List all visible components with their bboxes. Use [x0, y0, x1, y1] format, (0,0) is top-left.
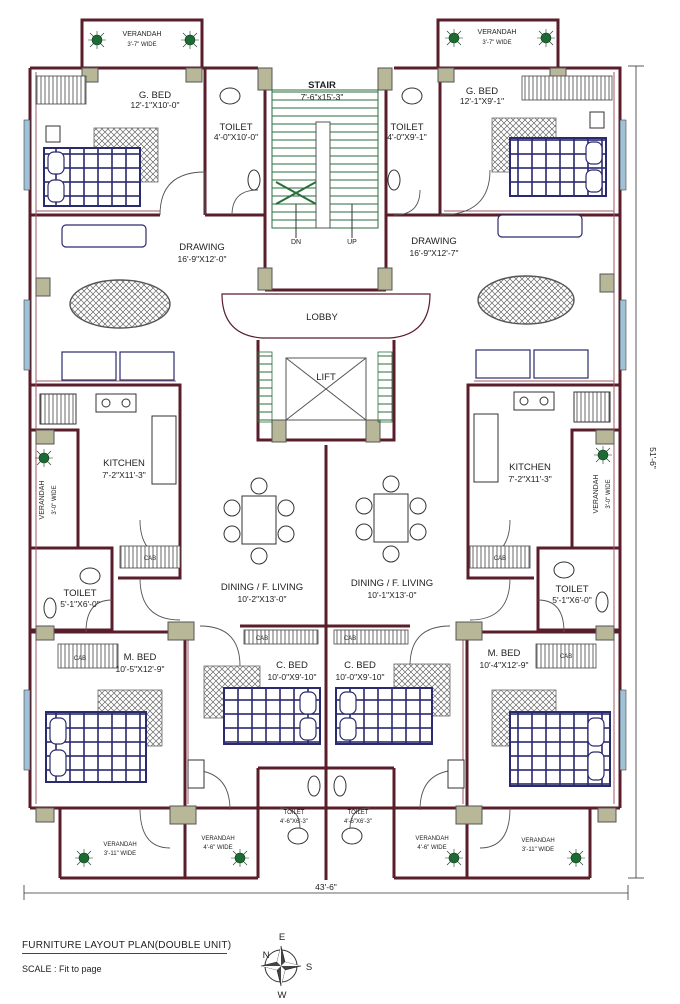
drawing-right-dim: 16'-9"X12'-7": [410, 248, 459, 258]
toilet-mid-right-dim: 5'-1"X6'-0": [552, 595, 592, 605]
kitchen-right-dim: 7'-2"X11'-3": [508, 474, 552, 484]
dining-set-right: [355, 475, 427, 563]
toilet-mid-left-dim: 5'-1"X6'-0": [60, 599, 100, 609]
bed-m-right: [491, 689, 611, 787]
verandah-bottom-inner-left-name: VERANDAH: [201, 836, 234, 842]
drawing-left-dim: 16'-9"X12'-0": [178, 254, 227, 264]
verandah-bottom-outer-right-name: VERANDAH: [521, 838, 554, 844]
lobby-outline: [221, 293, 431, 339]
toilet-top-left-dim: 4'-0"X10'-0": [214, 132, 258, 142]
plan-title: FURNITURE LAYOUT PLAN(DOUBLE UNIT): [22, 940, 231, 954]
lobby-side-grill-left: [257, 351, 273, 423]
compass-s: S: [306, 962, 312, 973]
cabinet-label-kitchen-left: CAB: [144, 556, 156, 562]
lift-shaft: [285, 357, 367, 421]
m-bed-right-dim: 10'-4"X12'-9": [480, 660, 529, 670]
bed-m-left: [45, 689, 163, 783]
overall-length-label: 51'-6": [648, 447, 658, 469]
g-bed-left-dim: 12'-1"X10'-0": [131, 100, 180, 110]
g-bed-right-dim: 12'-1"X9'-1": [460, 96, 504, 106]
stair-dim: 7'-6"x15'-3": [301, 92, 344, 102]
verandah-bottom-inner-right-name: VERANDAH: [415, 836, 448, 842]
toilet-bottom-right-name: TOILET: [348, 810, 369, 816]
toilet-top-right-dim: 4'-0"X9'-1": [387, 132, 427, 142]
m-bed-right-name: M. BED: [488, 648, 521, 659]
dining-right-dim: 10'-1"X13'-0": [368, 590, 417, 600]
verandah-bottom-outer-left-dim: 3'-11" WIDE: [104, 851, 136, 857]
drawing-left-name: DRAWING: [179, 242, 225, 253]
walls: [28, 18, 622, 880]
columns: [35, 67, 617, 825]
drawing-right-name: DRAWING: [411, 236, 457, 247]
dimension-lines: [23, 65, 644, 900]
compass-rose: [260, 945, 302, 987]
cabinet-label-cbed-left: CAB: [256, 636, 268, 642]
toilet-mid-left-name: TOILET: [63, 588, 96, 599]
compass-e: E: [279, 932, 285, 943]
verandah-top-left-dim: 3'-7" WIDE: [127, 42, 156, 48]
dining-left-name: DINING / F. LIVING: [221, 582, 303, 593]
verandah-side-right-name: VERANDAH: [593, 475, 600, 514]
cabinet-label-mbed-right: CAB: [560, 654, 572, 660]
bed-g-right: [491, 117, 607, 197]
kitchen-right-name: KITCHEN: [509, 462, 551, 473]
plan-scale: SCALE : Fit to page: [22, 964, 102, 974]
bed-c-right: [335, 663, 451, 745]
stair-name: STAIR: [308, 80, 336, 91]
overall-width-label: 43'-6": [315, 882, 337, 892]
toilet-bottom-right-dim: 4'-6"X6'-3": [344, 819, 372, 825]
bed-g-left: [43, 127, 159, 207]
verandah-side-right-dim: 3'-0" WIDE: [606, 479, 612, 508]
dining-set-left: [223, 477, 295, 565]
cabinet-label-kitchen-right: CAB: [494, 556, 506, 562]
verandah-bottom-outer-right-dim: 3'-11" WIDE: [522, 847, 554, 853]
plant-icons: [35, 29, 612, 867]
plan-footer: FURNITURE LAYOUT PLAN(DOUBLE UNIT) SCALE…: [22, 940, 262, 974]
compass-w: W: [278, 990, 287, 1001]
stair-up-label: UP: [347, 239, 357, 246]
c-bed-left-dim: 10'-0"X9'-10": [268, 672, 317, 682]
compass-n: N: [263, 950, 270, 961]
lift-name: LIFT: [316, 372, 336, 383]
verandah-side-left-dim: 3'-0" WIDE: [52, 485, 58, 514]
toilet-top-right-name: TOILET: [390, 122, 423, 133]
coffee-tables: [69, 275, 575, 329]
c-bed-left-name: C. BED: [276, 660, 308, 671]
stair-flight: [271, 89, 379, 238]
verandah-top-left-name: VERANDAH: [123, 31, 162, 38]
verandah-bottom-outer-left-name: VERANDAH: [103, 842, 136, 848]
verandah-bottom-inner-left-dim: 4'-6" WIDE: [203, 845, 232, 851]
lobby-name: LOBBY: [306, 312, 338, 323]
lobby-side-grill-right: [377, 351, 393, 423]
m-bed-left-name: M. BED: [124, 652, 157, 663]
g-bed-left-name: G. BED: [139, 90, 171, 101]
toilet-fixtures: [43, 87, 609, 845]
c-bed-right-dim: 10'-0"X9'-10": [336, 672, 385, 682]
g-bed-right-name: G. BED: [466, 86, 498, 97]
m-bed-left-dim: 10'-5"X12'-9": [116, 664, 165, 674]
verandah-side-left-name: VERANDAH: [39, 481, 46, 520]
toilet-top-left-name: TOILET: [219, 122, 252, 133]
verandah-top-right-dim: 3'-7" WIDE: [482, 40, 511, 46]
toilet-bottom-left-name: TOILET: [284, 810, 305, 816]
c-bed-right-name: C. BED: [344, 660, 376, 671]
dining-left-dim: 10'-2"X13'-0": [238, 594, 287, 604]
cabinet-label-cbed-right: CAB: [344, 636, 356, 642]
dining-right-name: DINING / F. LIVING: [351, 578, 433, 589]
door-swings: [85, 169, 565, 849]
stair-dn-label: DN: [291, 239, 301, 246]
kitchen-counters: [39, 391, 611, 485]
bed-c-left: [203, 665, 321, 745]
toilet-mid-right-name: TOILET: [555, 584, 588, 595]
verandah-top-right-name: VERANDAH: [478, 29, 517, 36]
windows: [23, 75, 627, 771]
toilet-bottom-left-dim: 4'-6"X6'-3": [280, 819, 308, 825]
cabinet-label-mbed-left: CAB: [74, 656, 86, 662]
kitchen-left-name: KITCHEN: [103, 458, 145, 469]
sofa-sets: [61, 214, 589, 381]
kitchen-left-dim: 7'-2"X11'-3": [102, 470, 146, 480]
verandah-bottom-inner-right-dim: 4'-6" WIDE: [417, 845, 446, 851]
